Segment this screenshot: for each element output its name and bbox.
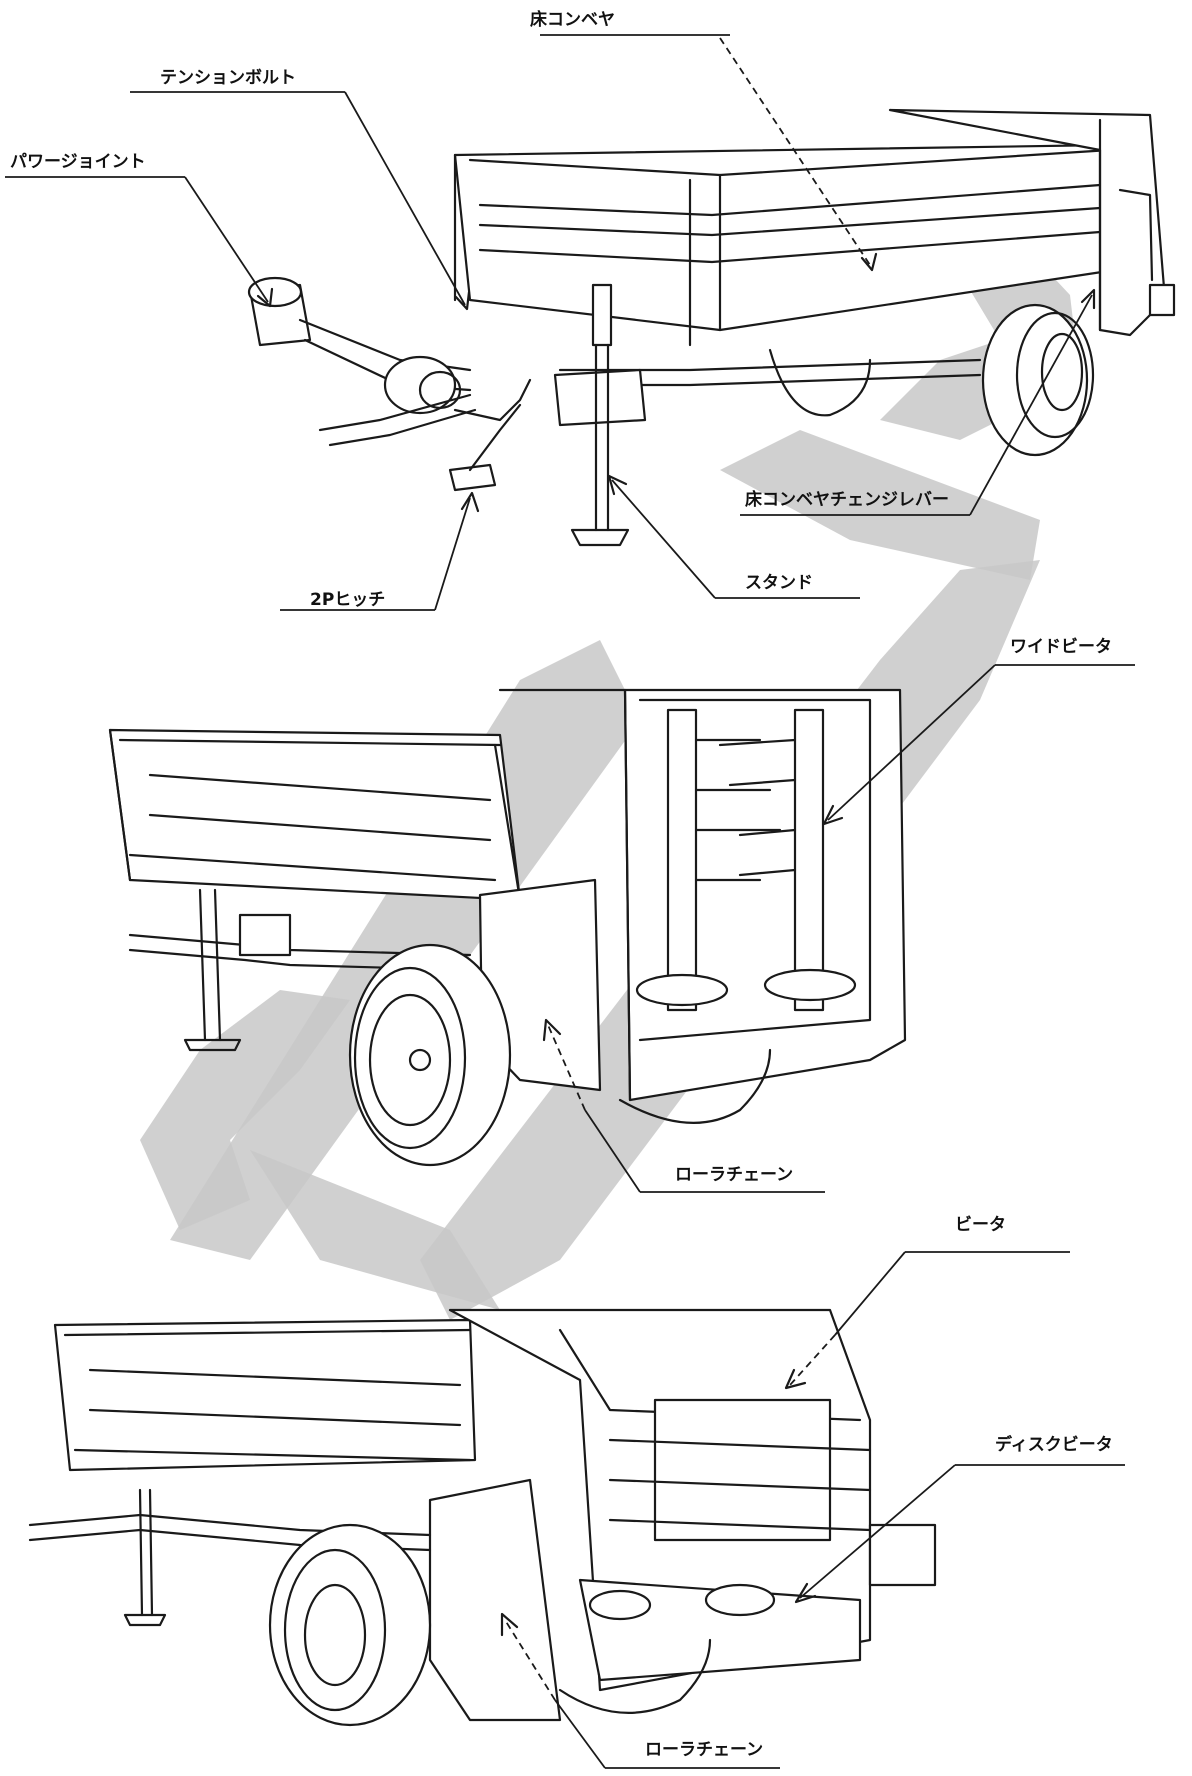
floor-conveyor-label: 床コンベヤ	[530, 9, 615, 30]
wide-beater-rotors	[635, 708, 857, 1012]
label-floor-conveyor: 床コンベヤ	[530, 9, 878, 272]
beater-label: ビータ	[955, 1215, 1006, 1235]
label-power-joint: パワージョイント	[5, 152, 274, 308]
label-tension-bolt: テンションボルト	[130, 68, 471, 311]
view-bottom-spreader	[28, 1308, 937, 1727]
label-floor-conveyor-change-lever: 床コンベヤチェンジレバー	[740, 288, 1096, 516]
label-roller-chain-1: ローラチェーン	[542, 1018, 825, 1193]
label-wide-beater: ワイドビータ	[822, 637, 1135, 826]
view-top-spreader	[247, 108, 1176, 547]
wide-beater-label: ワイドビータ	[1010, 637, 1112, 657]
label-stand: スタンド	[607, 474, 860, 599]
disc-beater-label: ディスクビータ	[995, 1434, 1113, 1455]
view-middle-spreader	[108, 688, 907, 1167]
2p-hitch-label: 2Pヒッチ	[310, 590, 385, 610]
label-roller-chain-2: ローラチェーン	[500, 1612, 780, 1769]
power-joint-label: パワージョイント	[10, 152, 146, 172]
roller-chain-2-label: ローラチェーン	[645, 1740, 763, 1760]
roller-chain-1-label: ローラチェーン	[675, 1165, 793, 1185]
stand-label: スタンド	[745, 573, 813, 593]
label-disc-beater: ディスクビータ	[794, 1434, 1125, 1604]
tension-bolt-label: テンションボルト	[160, 68, 296, 88]
floor-conveyor-change-lever-label: 床コンベヤチェンジレバー	[745, 489, 949, 510]
label-2p-hitch: 2Pヒッチ	[280, 491, 480, 611]
label-beater: ビータ	[784, 1215, 1070, 1390]
